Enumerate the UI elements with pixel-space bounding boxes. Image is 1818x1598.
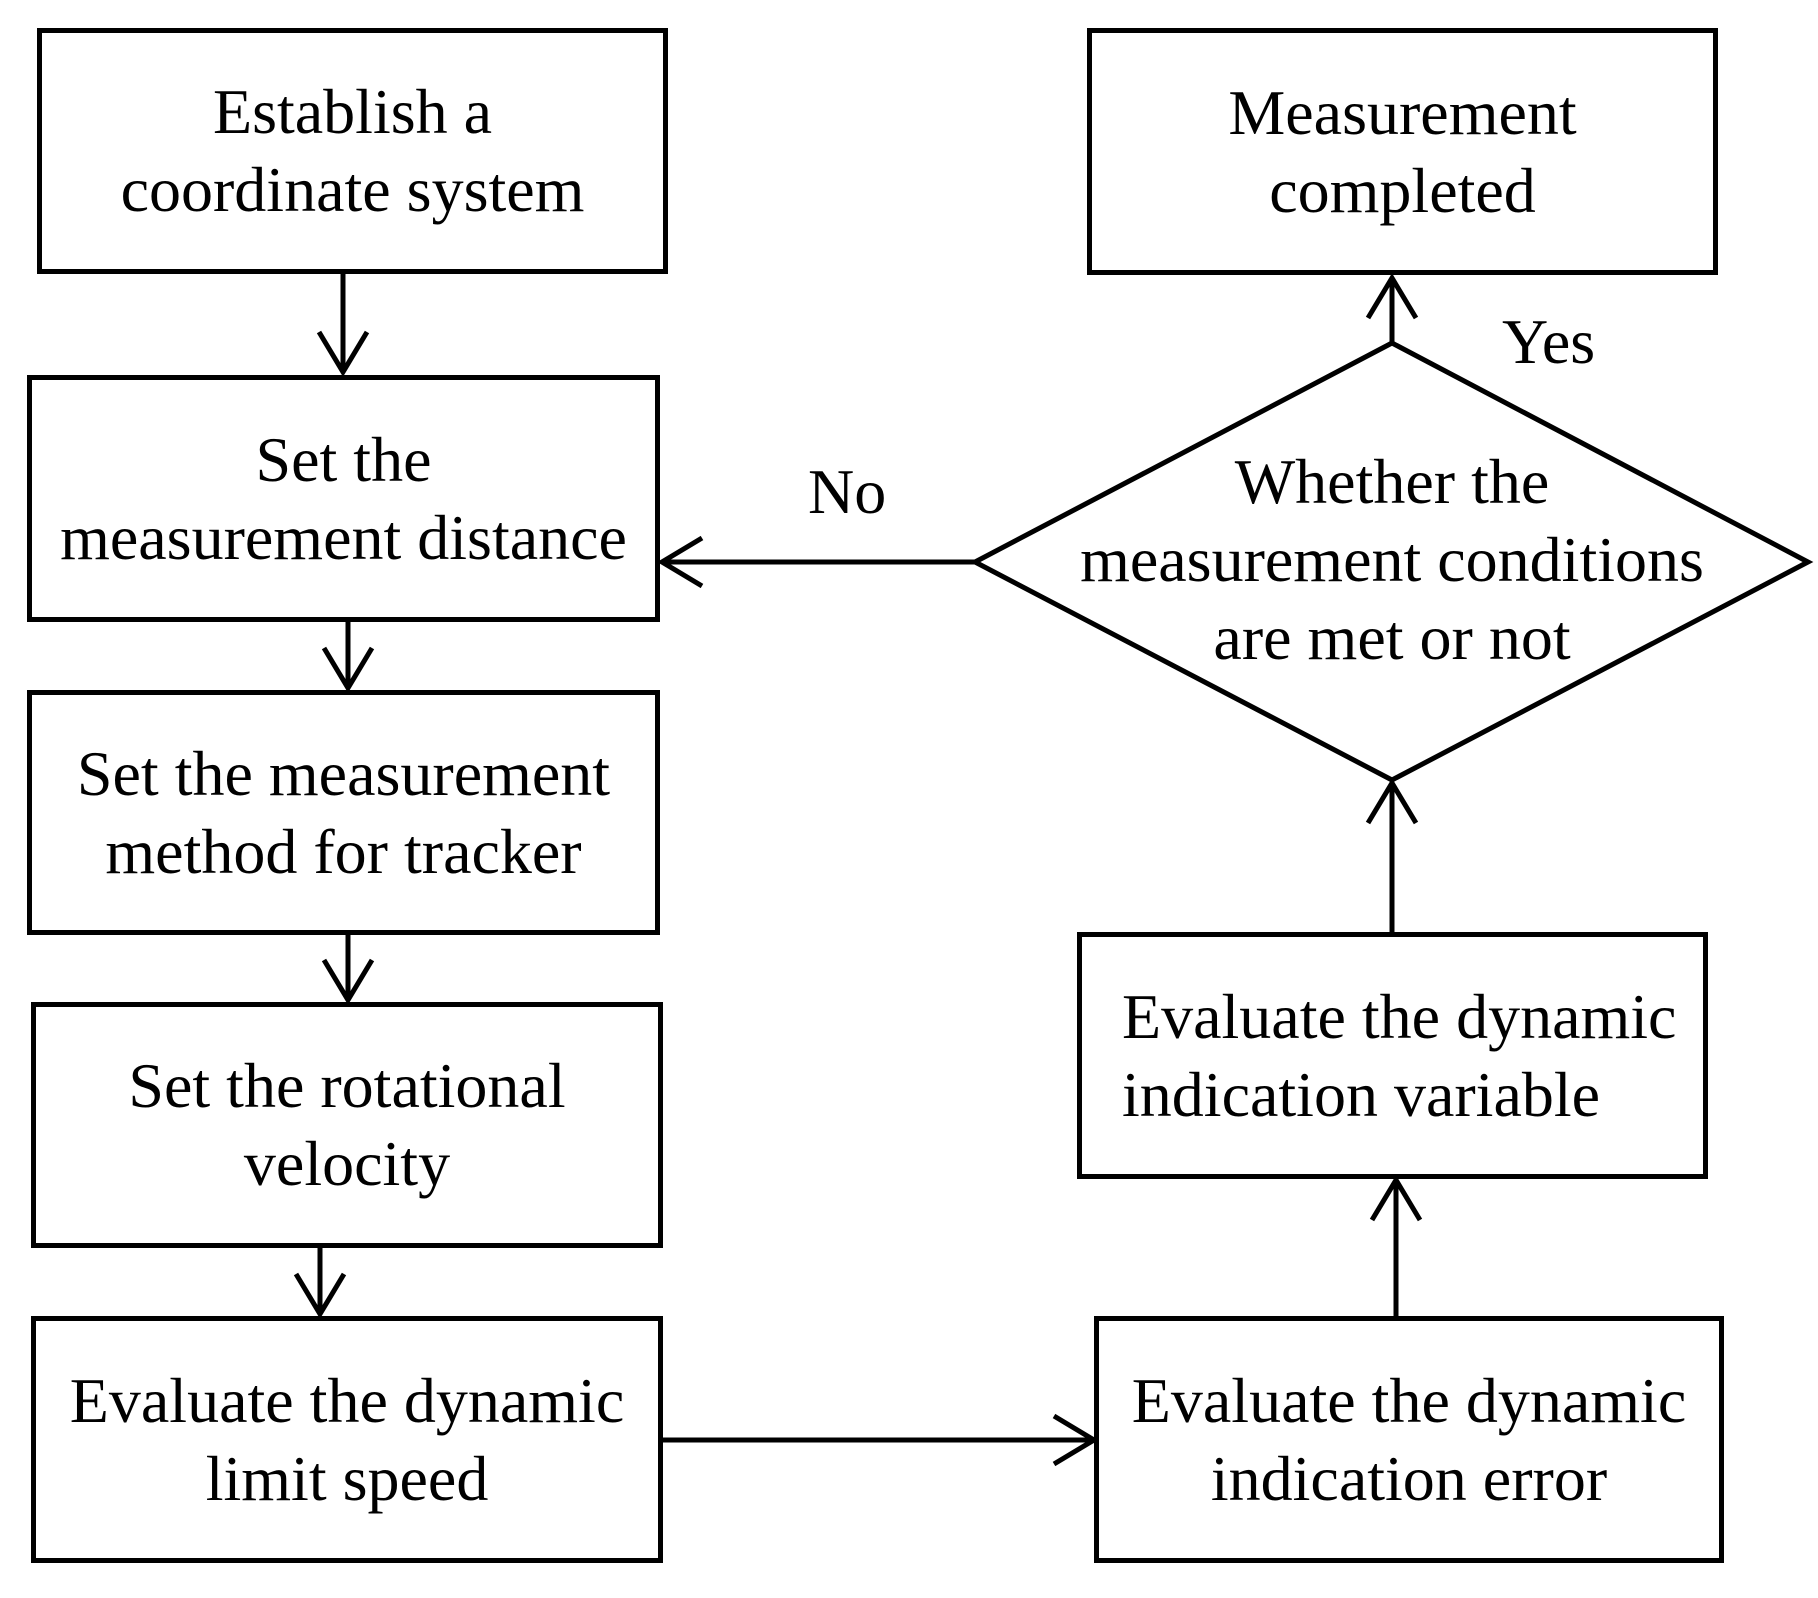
indication-variable-line-2: indication variable (1122, 1058, 1601, 1130)
set-method-line-1: Set the measurement (76, 737, 611, 809)
measurement-completed-box: Measurement completed (1087, 28, 1718, 275)
completed-line-2: completed (1269, 154, 1536, 226)
set-distance-line-2: measurement distance (60, 501, 627, 573)
limit-speed-line-1: Evaluate the dynamic (69, 1364, 625, 1436)
decision-text: Whether the measurement conditions are m… (1062, 443, 1722, 677)
evaluate-limit-speed-box: Evaluate the dynamic limit speed (31, 1316, 663, 1563)
establish-line-1: Establish a (212, 76, 493, 147)
arrowhead-decision-to-completed (1365, 273, 1419, 320)
set-measurement-method-box: Set the measurement method for tracker (27, 690, 660, 935)
set-velocity-line-2: velocity (243, 1128, 451, 1199)
set-method-line-2: method for tracker (105, 815, 582, 887)
establish-line-2: coordinate system (120, 154, 585, 225)
limit-speed-line-2: limit speed (205, 1442, 489, 1514)
set-distance-line-1: Set the (255, 423, 432, 495)
indication-error-line-1: Evaluate the dynamic (1131, 1364, 1687, 1436)
decision-line-3: are met or not (1213, 602, 1571, 673)
arrowhead-decision-to-distance (657, 535, 704, 589)
arrowhead-distance-to-method (321, 646, 375, 693)
decision-line-2: measurement conditions (1080, 524, 1704, 595)
set-velocity-line-1: Set the rotational (128, 1050, 566, 1121)
no-label: No (808, 456, 887, 527)
evaluate-indication-error-box: Evaluate the dynamic indication error (1094, 1316, 1724, 1563)
arrowhead-variable-to-decision (1365, 778, 1419, 825)
arrowhead-establish-to-distance (316, 330, 370, 377)
evaluate-indication-variable-box: Evaluate the dynamic indication variable (1077, 932, 1708, 1179)
arrowhead-velocity-to-limit (293, 1272, 347, 1319)
indication-variable-line-1: Evaluate the dynamic (1122, 980, 1677, 1052)
indication-error-line-2: indication error (1210, 1442, 1608, 1514)
decision-diamond (969, 340, 1814, 783)
establish-coordinate-system-box: Establish a coordinate system (37, 28, 668, 274)
arrowhead-error-to-variable (1369, 1175, 1423, 1222)
yes-label: Yes (1502, 306, 1596, 377)
decision-line-1: Whether the (1234, 446, 1550, 517)
completed-line-1: Measurement (1228, 76, 1577, 148)
set-rotational-velocity-box: Set the rotational velocity (31, 1002, 663, 1248)
arrowhead-method-to-velocity (321, 958, 375, 1005)
set-measurement-distance-box: Set the measurement distance (27, 375, 660, 622)
